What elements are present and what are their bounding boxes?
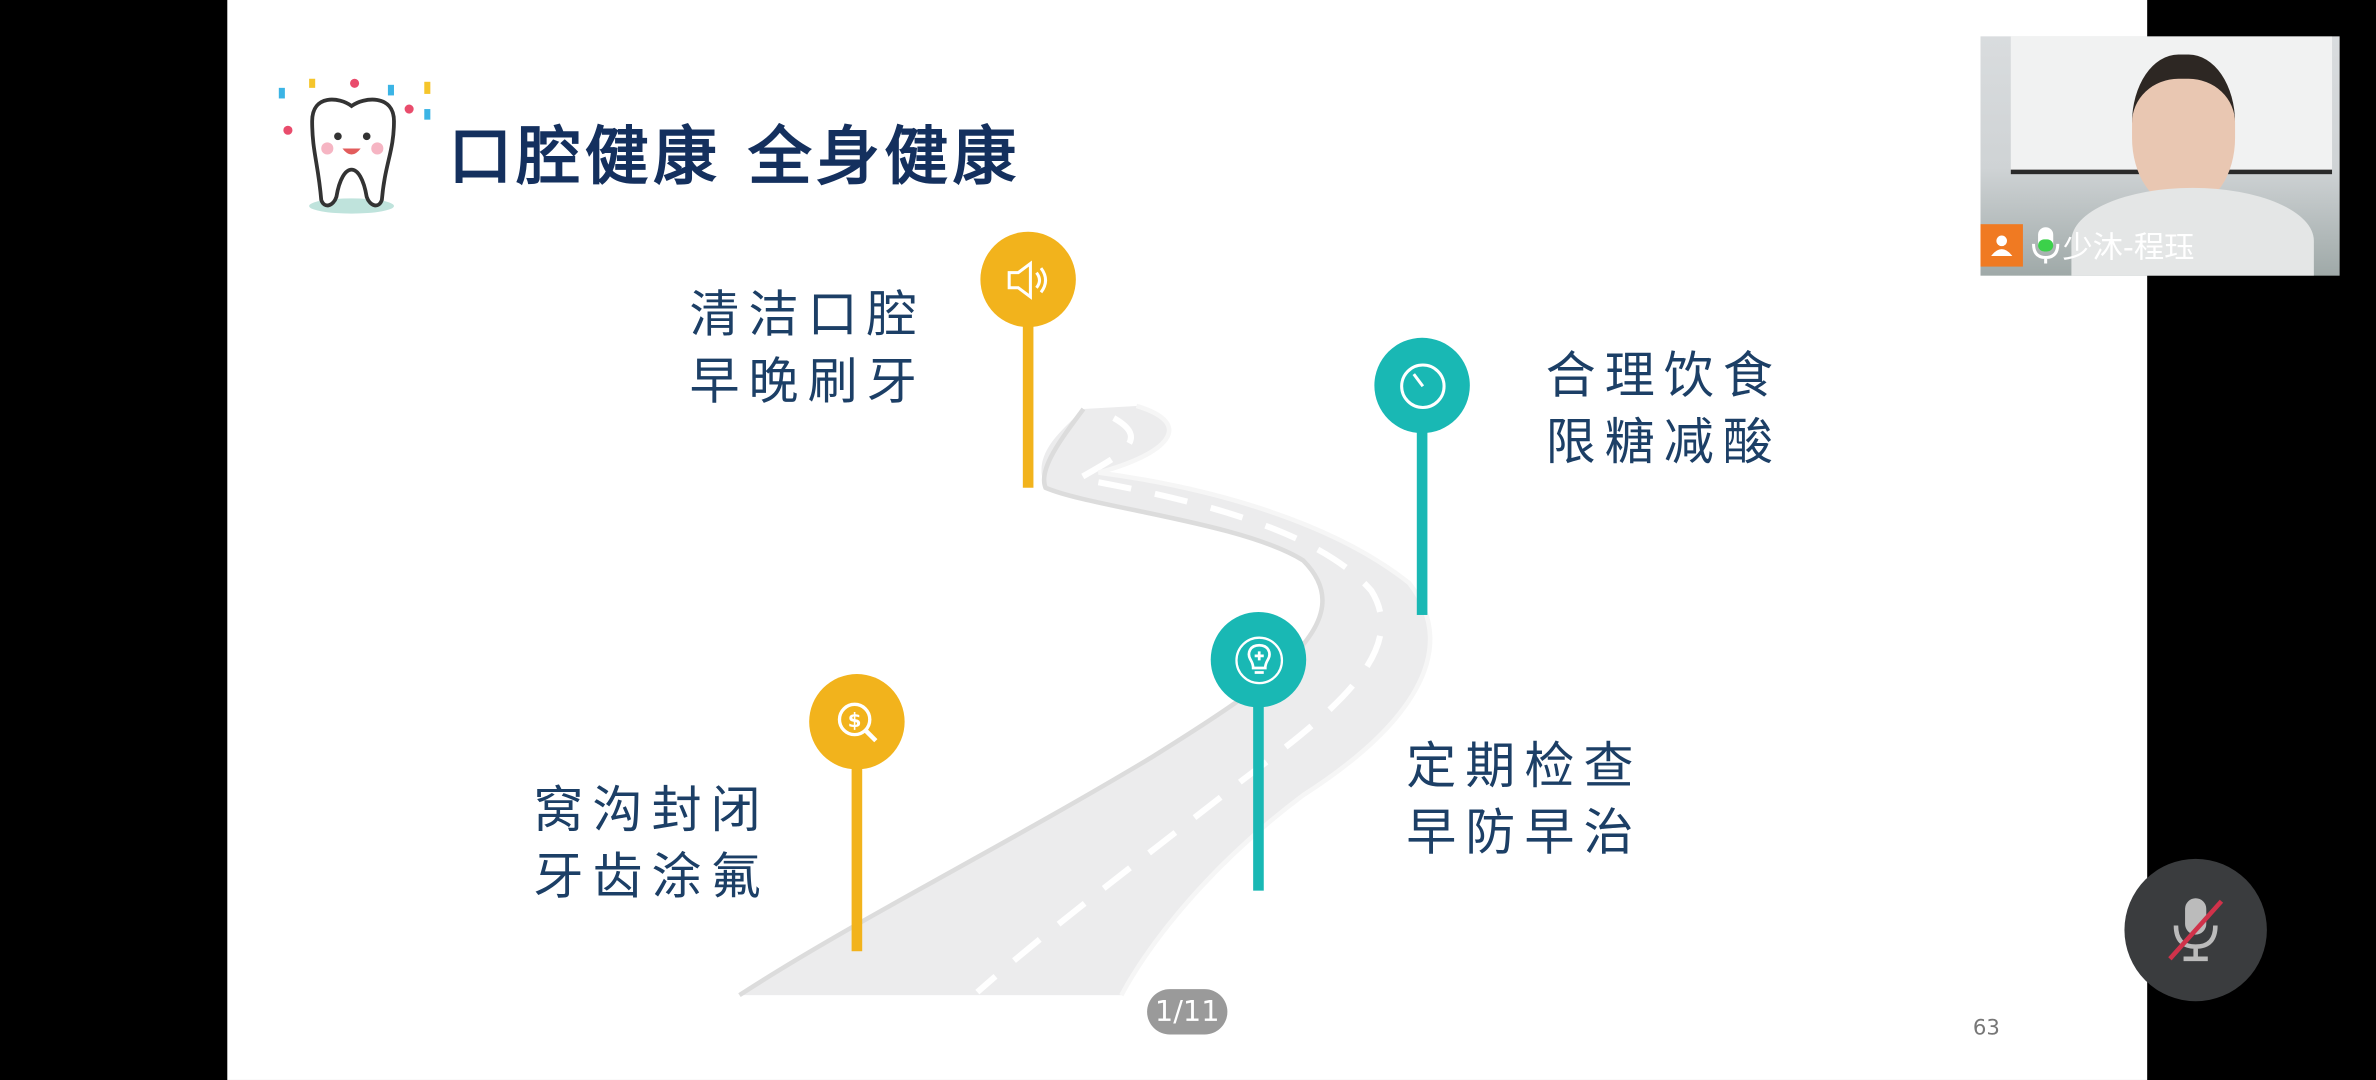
microphone-muted-icon: [2168, 898, 2224, 962]
slide-title: 口腔健康 全身健康: [448, 119, 1021, 194]
gauge-icon: [1399, 362, 1445, 409]
item-line: 合理饮食: [1545, 345, 1782, 405]
item-line: 早防早治: [1406, 802, 1643, 862]
page-indicator[interactable]: 1/11: [1147, 989, 1228, 1035]
mute-toggle-button[interactable]: [2124, 858, 2267, 1002]
dollar-search-icon: $: [837, 701, 877, 742]
pin-marker-diet: [1374, 337, 1470, 434]
speaker-icon: [1006, 259, 1047, 300]
item-line: 牙齿涂氟: [533, 846, 770, 906]
microphone-active-icon: [2032, 226, 2060, 263]
user-icon: [1980, 223, 2023, 266]
tooth-mascot-logo: [278, 78, 431, 214]
pin-marker-brushing: [980, 231, 1076, 328]
lightbulb-icon: [1234, 635, 1283, 684]
pin-stem: [1416, 408, 1428, 615]
item-line: 窝沟封闭: [533, 780, 770, 840]
item-checkup: 定期检查早防早治: [1406, 733, 1642, 866]
item-sealant: 窝沟封闭牙齿涂氟: [533, 777, 769, 910]
participant-body: [2071, 187, 2314, 276]
pin-marker-checkup: [1210, 611, 1307, 708]
participant-name: 少沐-程珏: [2062, 228, 2195, 266]
pin-stem: [1022, 302, 1034, 488]
pin-stem: [851, 745, 863, 952]
pin-stem: [1253, 681, 1264, 891]
item-diet: 合理饮食限糖减酸: [1546, 342, 1782, 475]
participant-label: 少沐-程珏: [1980, 223, 2194, 267]
item-line: 早晚刷牙: [689, 351, 926, 411]
svg-text:$: $: [847, 708, 861, 731]
item-line: 限糖减酸: [1545, 411, 1782, 472]
item-line: 定期检查: [1406, 736, 1643, 796]
participant-video[interactable]: 少沐-程珏: [1980, 36, 2340, 276]
road-center-line: [975, 415, 1385, 995]
item-brushing: 清洁口腔早晚刷牙: [689, 282, 925, 415]
pin-marker-sealant: $: [809, 674, 905, 770]
slide-number: 63: [1972, 1016, 2000, 1041]
participant-face: [2132, 54, 2236, 206]
item-line: 清洁口腔: [689, 284, 926, 344]
